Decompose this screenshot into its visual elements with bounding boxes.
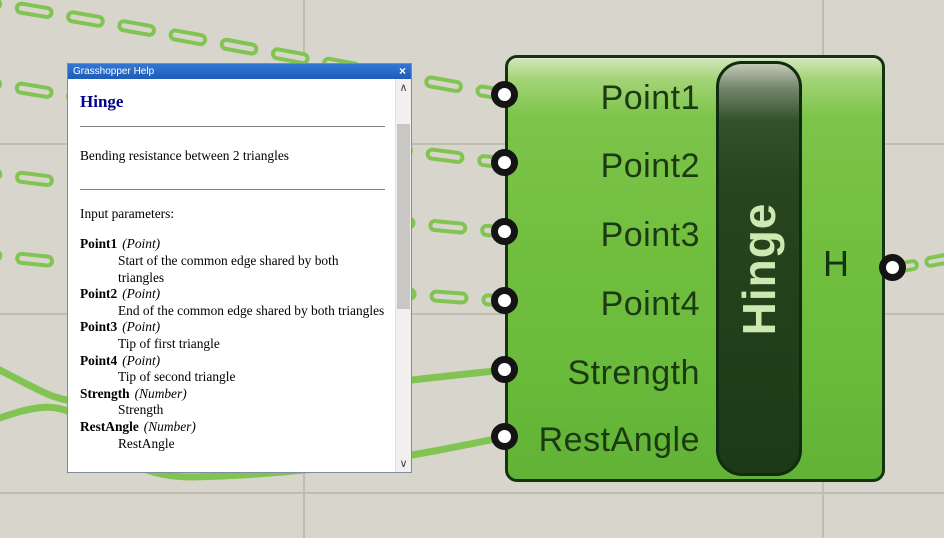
input-port-point3[interactable] [491,218,518,245]
component-name-label: Hinge [733,202,785,335]
output-port-h[interactable] [879,254,906,281]
param-point1: Point1(Point) Start of the common edge s… [80,236,339,285]
close-icon[interactable]: × [398,64,406,78]
help-heading: Hinge [80,92,124,111]
grid-line-horizontal [0,313,944,315]
input-label-point2: Point2 [600,147,700,185]
param-restangle: RestAngle(Number) RestAngle [80,419,196,451]
input-port-point1[interactable] [491,81,518,108]
wire-point1 [0,0,512,102]
help-summary: Bending resistance between 2 triangles [80,148,289,164]
help-window-title: Grasshopper Help [73,66,155,77]
input-port-restangle[interactable] [491,423,518,450]
input-label-point4: Point4 [600,285,700,323]
param-point2: Point2(Point) End of the common edge sha… [80,286,385,318]
component-name-pill[interactable]: Hinge [716,61,802,476]
divider [80,126,385,128]
scrollbar[interactable]: ∧ ∨ [395,79,411,472]
param-strength: Strength(Number) Strength [80,385,187,418]
input-port-point2[interactable] [491,149,518,176]
input-port-point4[interactable] [491,287,518,314]
scroll-down-icon[interactable]: ∨ [399,457,408,470]
param-point4: Point4(Point) Tip of second triangle [80,352,236,385]
help-content: Hinge Bending resistance between 2 trian… [68,79,395,472]
grid-line-horizontal [0,143,944,145]
input-label-point3: Point3 [600,216,700,254]
help-section-label: Input parameters: [80,205,175,221]
grid-line-horizontal [0,492,944,494]
input-label-strength: Strength [567,354,700,392]
input-label-restangle: RestAngle [538,421,700,459]
scroll-up-icon[interactable]: ∧ [399,81,408,94]
param-point3: Point3(Point) Tip of first triangle [80,319,220,351]
output-label-h: H [823,243,849,284]
hinge-component[interactable]: Point1 Point2 Point3 Point4 Strength Res… [505,55,885,482]
help-titlebar[interactable]: Grasshopper Help × [68,64,411,79]
scrollbar-thumb[interactable] [397,124,410,309]
divider [80,188,385,190]
input-label-point1: Point1 [600,79,700,117]
help-window: Grasshopper Help × Hinge Bending resista… [67,63,412,473]
input-port-strength[interactable] [491,356,518,383]
